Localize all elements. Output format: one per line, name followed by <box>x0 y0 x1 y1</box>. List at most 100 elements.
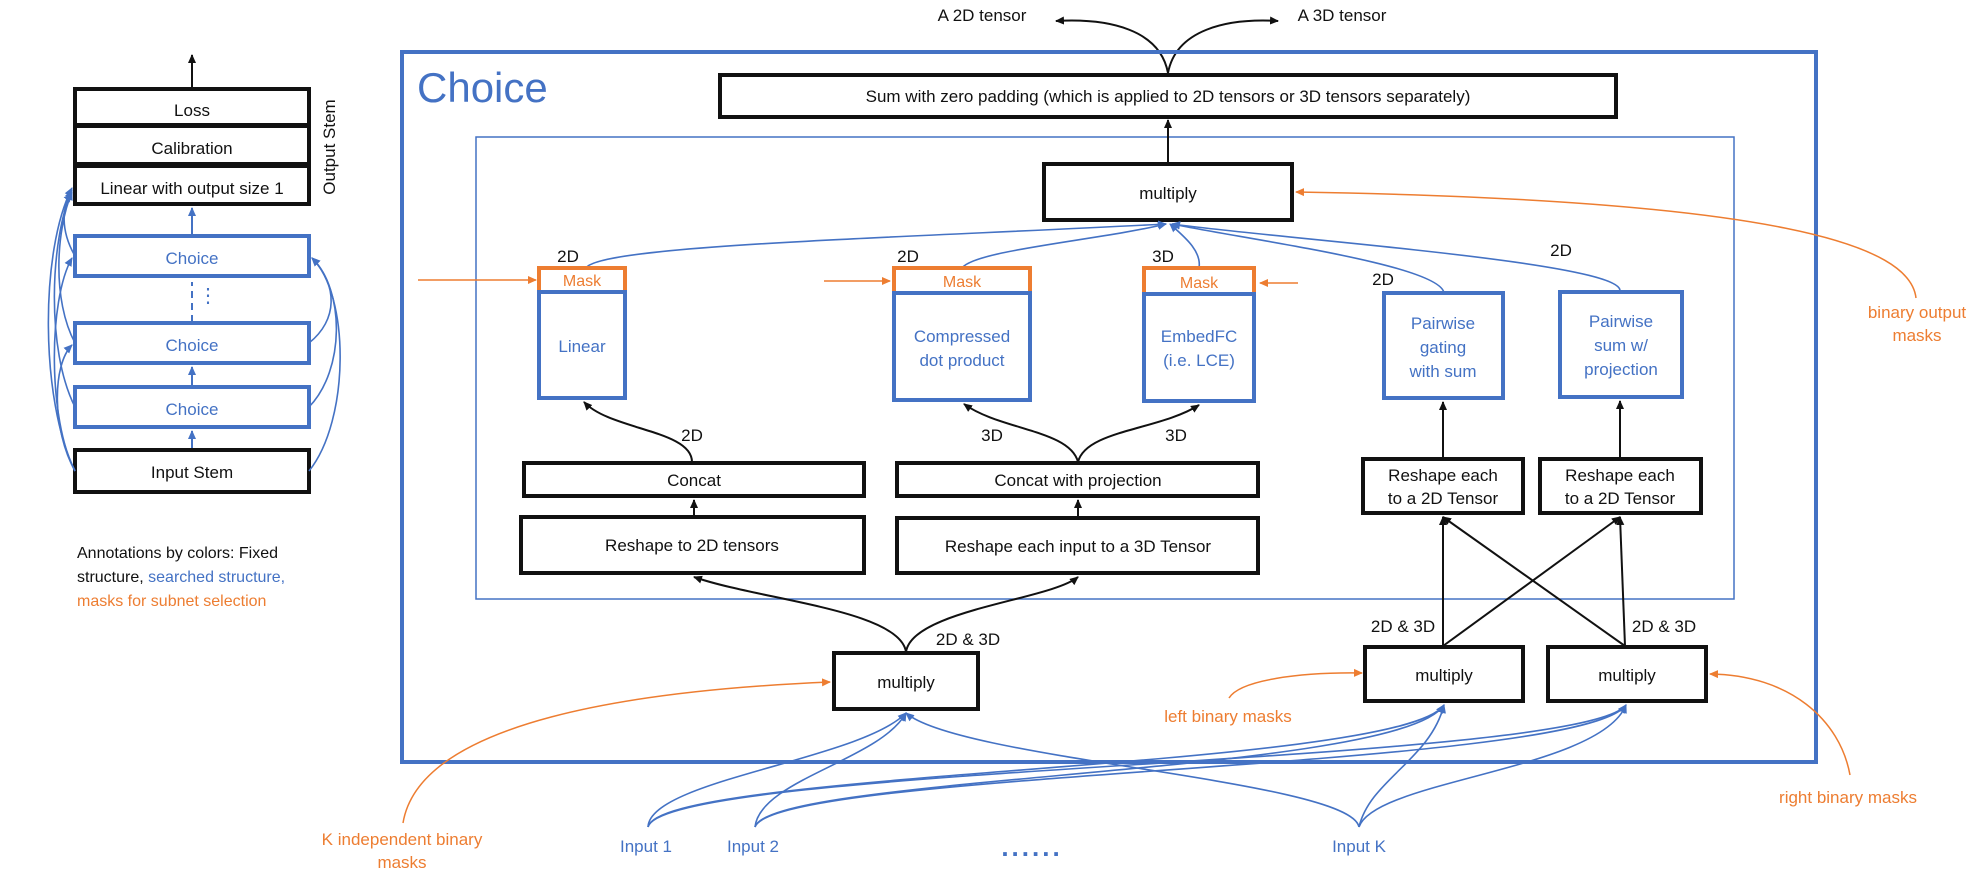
embedfc-op-label-line1: EmbedFC <box>1161 327 1238 346</box>
left-binary-masks-arrow <box>1228 668 1363 699</box>
multiply-to-reshape3d-arrow <box>905 576 1079 653</box>
concat-proj-label: Concat with projection <box>994 471 1161 490</box>
k-independent-masks-arrow <box>402 678 831 824</box>
linear-op-label: Linear <box>558 337 606 356</box>
output-2d-label: A 2D tensor <box>938 6 1027 25</box>
input-curves <box>647 704 1627 828</box>
choice-label-mid: Choice <box>166 336 219 355</box>
arrow-to-3d-output <box>1167 16 1279 74</box>
output-stem-label: Output Stem <box>320 99 339 194</box>
concat-proj-to-embedfc-arrow <box>1077 404 1200 463</box>
right-binary-masks-arrow <box>1709 670 1851 776</box>
choice-ellipsis: ⋮ <box>198 285 218 307</box>
concat-proj-dim-left: 3D <box>981 426 1003 445</box>
multiply-bottom-box <box>832 651 980 711</box>
reshape-each-a-line2: to a 2D Tensor <box>1388 489 1499 508</box>
reshape-3d-box <box>895 516 1260 575</box>
input-1-label: Input 1 <box>620 837 672 856</box>
annotation-mask-text: masks for subnet selection <box>77 593 266 610</box>
reshape-each-b-line2: to a 2D Tensor <box>1565 489 1676 508</box>
input-stem-label: Input Stem <box>151 463 233 482</box>
left-binary-masks-label: left binary masks <box>1164 707 1292 726</box>
pairwise-sum-box <box>1558 290 1684 399</box>
pairwise-gating-line3: with sum <box>1408 362 1476 381</box>
concat-dim-label: 2D <box>681 426 703 445</box>
pairwise-gating-line1: Pairwise <box>1411 314 1475 333</box>
reshape-2d-label: Reshape to 2D tensors <box>605 536 779 555</box>
choice-block: A 2D tensor A 3D tensor Choice Sum with … <box>400 6 1966 764</box>
right-binary-masks-label: right binary masks <box>1779 788 1917 807</box>
linear-output-label: Linear with output size 1 <box>100 179 283 198</box>
linear-mask-label: Mask <box>563 273 602 290</box>
pairwise-gating-box <box>1382 291 1505 400</box>
concat-proj-box <box>895 461 1260 498</box>
concat-to-linear-arrow <box>583 401 693 463</box>
cdp-op-label-line2: dot product <box>919 351 1004 370</box>
arrow-to-2d-output <box>1055 16 1169 74</box>
multiply-left-dim-label: 2D & 3D <box>1371 617 1435 636</box>
concat-proj-dim-right: 3D <box>1165 426 1187 445</box>
input-k-label: Input K <box>1332 837 1387 856</box>
left-skip-connections <box>47 187 76 472</box>
sum-box <box>718 73 1618 119</box>
embedfc-op-box <box>1142 292 1256 403</box>
k-independent-masks-line1: K independent binary <box>322 830 483 849</box>
annotation-line1: Annotations by colors: Fixed <box>77 545 278 562</box>
multiply-right-label: multiply <box>1598 666 1656 685</box>
inputs-ellipsis: ...... <box>1001 832 1062 862</box>
concat-label: Concat <box>667 471 721 490</box>
cdp-op-box <box>892 291 1032 402</box>
embedfc-dim-label: 3D <box>1152 247 1174 266</box>
right-skip-connections <box>308 257 341 472</box>
embedfc-mask-label: Mask <box>1180 275 1219 292</box>
multiply-right-dim-label: 2D & 3D <box>1632 617 1696 636</box>
input-2-label: Input 2 <box>727 837 779 856</box>
cdp-dim-label: 2D <box>897 247 919 266</box>
cdp-op-label-line1: Compressed <box>914 327 1010 346</box>
reshape-3d-label: Reshape each input to a 3D Tensor <box>945 537 1212 556</box>
choice-label-bottom: Choice <box>166 400 219 419</box>
calibration-box <box>73 124 311 166</box>
pairwise-sum-dim-label: 2D <box>1550 241 1572 260</box>
multiply-bottom-dim-label: 2D & 3D <box>936 630 1000 649</box>
multiply-left-label: multiply <box>1415 666 1473 685</box>
choice-label-top: Choice <box>166 249 219 268</box>
inner-frame <box>475 136 1735 600</box>
ops-to-multiply-arrows <box>585 220 1621 294</box>
multiply-right-box <box>1546 645 1708 703</box>
annotation-fixed-text: structure, <box>77 569 148 586</box>
left-stack: Loss Calibration Linear with output size… <box>47 54 341 610</box>
reshape-each-a-line1: Reshape each <box>1388 466 1498 485</box>
multiply-bottom-label: multiply <box>877 673 935 692</box>
linear-op-box <box>537 290 627 400</box>
choice-title: Choice <box>417 64 548 111</box>
linear-dim-label: 2D <box>557 247 579 266</box>
multiply-top-box <box>1042 162 1294 222</box>
multiply-left-box <box>1363 645 1525 703</box>
annotation-searched-text: searched structure, <box>148 569 285 586</box>
reshape-each-b-box <box>1538 457 1703 515</box>
concat-box <box>522 461 866 498</box>
mask-labels: K independent binary masks left binary m… <box>322 668 1917 872</box>
reshape-each-a-box <box>1361 457 1525 515</box>
choice-frame <box>400 50 1818 764</box>
pairwise-sum-line1: Pairwise <box>1589 312 1653 331</box>
pairwise-gating-line2: gating <box>1420 338 1466 357</box>
multiply-top-label: multiply <box>1139 184 1197 203</box>
cdp-mask-label: Mask <box>943 274 982 291</box>
loss-label: Loss <box>174 101 210 120</box>
embedfc-op-label-line2: (i.e. LCE) <box>1163 351 1235 370</box>
binary-output-masks-line2: masks <box>1892 326 1941 345</box>
pairwise-gating-dim-label: 2D <box>1372 270 1394 289</box>
annotation-line2: structure, searched structure, <box>77 569 285 586</box>
calibration-label: Calibration <box>151 139 232 158</box>
pairwise-sum-line3: projection <box>1584 360 1658 379</box>
sum-box-label: Sum with zero padding (which is applied … <box>866 87 1471 106</box>
binary-output-masks-arrow <box>1295 188 1917 299</box>
concat-proj-to-cdp-arrow <box>963 403 1079 463</box>
linear-output-box <box>73 164 311 206</box>
linear-mask-box <box>537 266 627 294</box>
k-independent-masks-line2: masks <box>377 853 426 872</box>
output-3d-label: A 3D tensor <box>1298 6 1387 25</box>
